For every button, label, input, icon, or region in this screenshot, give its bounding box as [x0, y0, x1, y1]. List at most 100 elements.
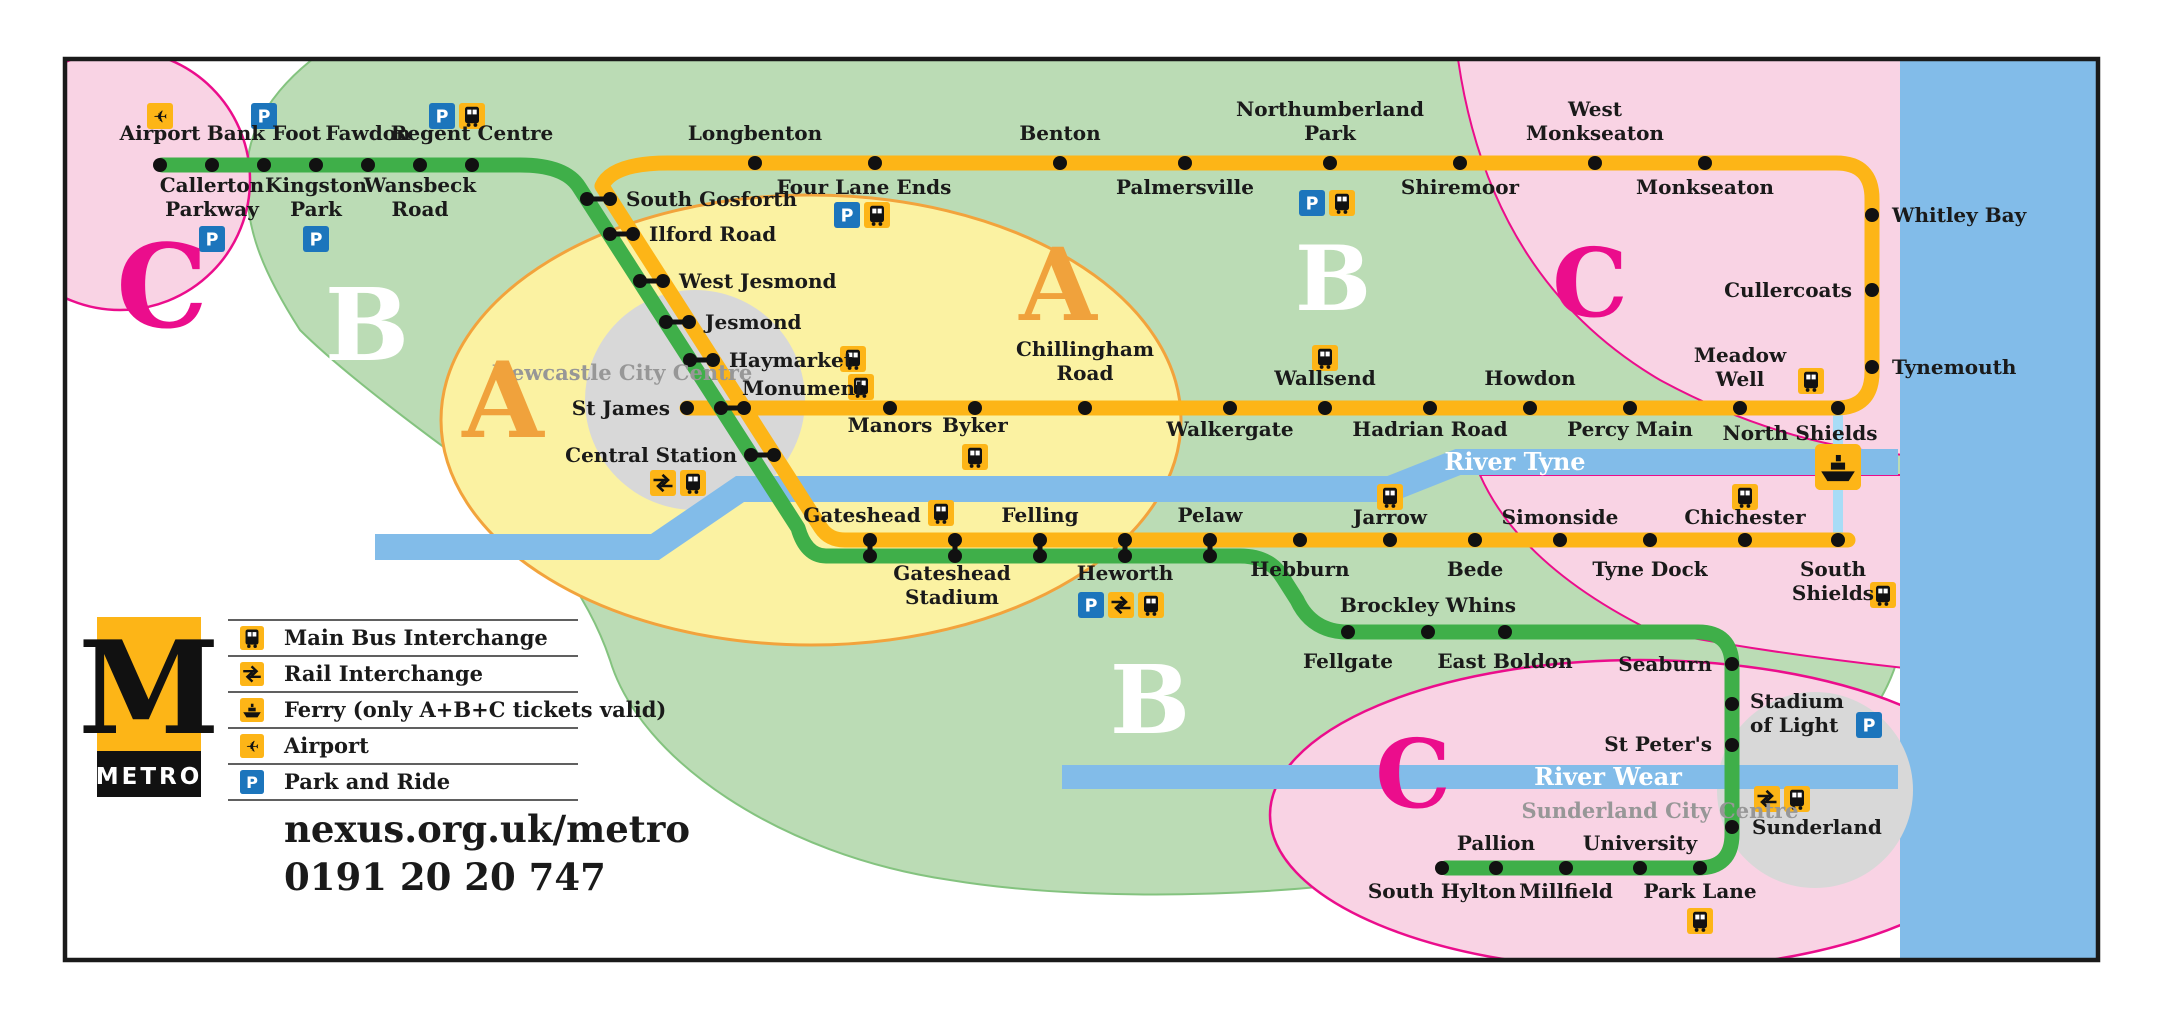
station-dot: [205, 158, 219, 172]
bus-interchange-icon: [864, 202, 890, 228]
station-dot: [1468, 533, 1482, 547]
station-label: Percy Main: [1567, 417, 1693, 441]
legend-rules: [228, 619, 578, 801]
station-dot: [1033, 533, 1047, 547]
station-dot: [1178, 156, 1192, 170]
zone-letter-c: C: [1552, 228, 1628, 339]
station-label: Benton: [1019, 121, 1101, 145]
station-south-gosforth: South Gosforth: [580, 187, 797, 211]
station-label: Wallsend: [1273, 366, 1375, 390]
station-dot: [1318, 401, 1332, 415]
station-dot: [1725, 738, 1739, 752]
station-bede: Bede: [1447, 533, 1503, 581]
station-benton: Benton: [1019, 121, 1101, 170]
station-label: Howdon: [1484, 366, 1576, 390]
station-label: South Hylton: [1368, 879, 1517, 903]
station-percy-main: Percy Main: [1567, 401, 1693, 441]
station-dot: [1698, 156, 1712, 170]
station-dot: [1725, 657, 1739, 671]
zone-letter-b: B: [1295, 226, 1371, 332]
station-dot: [1633, 861, 1647, 875]
station-dot: [1623, 401, 1637, 415]
station-dot: [1693, 861, 1707, 875]
zone-letter-c: C: [1375, 719, 1451, 830]
station-dot: [748, 156, 762, 170]
station-shiremoor: Shiremoor: [1401, 156, 1520, 199]
station-dot: [1453, 156, 1467, 170]
station-label: Central Station: [565, 443, 737, 467]
station-label: Heworth: [1077, 561, 1174, 585]
station-dot: [1118, 533, 1132, 547]
station-dot: [1865, 360, 1879, 374]
station-label: Palmersville: [1116, 175, 1254, 199]
station-label: Chichester: [1684, 505, 1806, 529]
station-dot: [1831, 533, 1845, 547]
park-and-ride-icon: [834, 202, 860, 228]
zone-letter-a: A: [1018, 226, 1098, 344]
station-dot: [948, 549, 962, 563]
station-label: Simonside: [1502, 505, 1619, 529]
station-dot: [863, 549, 877, 563]
station-label: St Peter's: [1604, 732, 1712, 756]
ferry-icon: [240, 698, 264, 722]
station-dot: [1559, 861, 1573, 875]
airport-icon: [240, 734, 264, 758]
station-dot: [883, 401, 897, 415]
phone-text: 0191 20 20 747: [284, 855, 606, 899]
station-dot: [1523, 401, 1537, 415]
station-label: Hadrian Road: [1352, 417, 1507, 441]
zone-letter-a: A: [461, 338, 545, 462]
park-and-ride-icon: [1299, 190, 1325, 216]
station-felling: Felling: [1001, 503, 1079, 563]
station-dot: [309, 158, 323, 172]
station-label: Ilford Road: [649, 222, 776, 246]
station-label: Longbenton: [688, 121, 823, 145]
station-label: Brockley Whins: [1340, 593, 1516, 617]
station-label: Monument: [742, 376, 865, 400]
station-seaburn: Seaburn: [1618, 652, 1739, 676]
station-label: Whitley Bay: [1891, 203, 2028, 227]
station-heworth: Heworth: [1077, 533, 1174, 618]
zone-letter-b: B: [325, 266, 410, 384]
station-label: Park Lane: [1643, 879, 1756, 903]
station-dot: [714, 401, 728, 415]
station-dot: [633, 274, 647, 288]
station-dot: [863, 533, 877, 547]
river-wear-label: River Wear: [1534, 762, 1682, 791]
station-label: Hebburn: [1250, 557, 1350, 581]
legend-label-park: Park and Ride: [284, 769, 450, 794]
station-label: Sunderland: [1752, 815, 1882, 839]
legend: Main Bus Interchange Rail Interchange Fe…: [228, 619, 690, 899]
station-manors: Manors: [848, 401, 933, 437]
station-fellgate: Fellgate: [1303, 625, 1393, 673]
station-label: Jesmond: [703, 310, 801, 334]
bus-interchange-icon: [1138, 592, 1164, 618]
station-ilford-road: Ilford Road: [603, 222, 776, 246]
map-border: [62, 56, 2101, 963]
metro-logo-m: M: [78, 614, 220, 764]
station-dot: [257, 158, 271, 172]
station-label: Byker: [942, 413, 1008, 437]
station-dot: [1341, 625, 1355, 639]
station-label: Fawdon: [325, 121, 411, 145]
station-dot: [948, 533, 962, 547]
station-chichester: Chichester: [1684, 484, 1806, 547]
station-west-jesmond: West Jesmond: [633, 269, 837, 293]
station-label: South Gosforth: [626, 187, 797, 211]
zone-letter-c: C: [116, 220, 208, 355]
station-jarrow: Jarrow: [1351, 484, 1428, 547]
station-label: Walkergate: [1165, 417, 1293, 441]
station-dot: [413, 158, 427, 172]
metro-logo-bar: [97, 751, 201, 797]
station-label: Manors: [848, 413, 933, 437]
park-and-ride-icon: [1078, 592, 1104, 618]
station-dot: [1865, 208, 1879, 222]
station-dot: [683, 353, 697, 367]
